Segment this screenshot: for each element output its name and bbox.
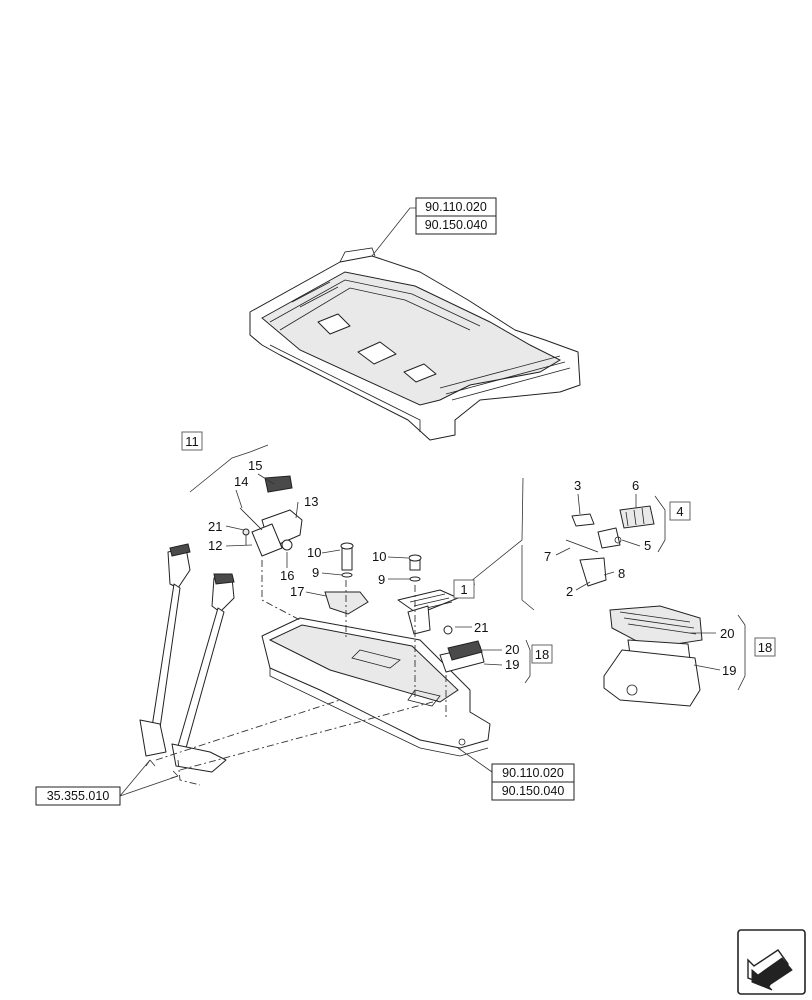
- callout-14: 14: [234, 474, 248, 489]
- ref-box-floor-top-2[interactable]: 90.150.040: [415, 215, 497, 235]
- svg-text:1: 1: [460, 582, 467, 597]
- callout-20b: 20: [720, 626, 734, 641]
- callout-12: 12: [208, 538, 222, 553]
- pedal-parts-group: [565, 505, 655, 587]
- group-box-18-right[interactable]: 18: [754, 637, 776, 657]
- callout-19b: 19: [722, 663, 736, 678]
- callout-7: 7: [544, 549, 551, 564]
- ref-box-pedal-base-1[interactable]: 90.110.020: [491, 763, 575, 783]
- svg-text:90.150.040: 90.150.040: [425, 218, 488, 232]
- bolt-washer-set: [340, 542, 422, 582]
- group-box-11[interactable]: 11: [181, 431, 203, 451]
- group-box-1[interactable]: 1: [453, 579, 475, 599]
- ref-box-pedal-base-2[interactable]: 90.150.040: [491, 781, 575, 801]
- bracket-17: [324, 591, 369, 615]
- callout-19a: 19: [505, 657, 519, 672]
- callout-16: 16: [280, 568, 294, 583]
- callout-15: 15: [248, 458, 262, 473]
- callout-20a: 20: [505, 642, 519, 657]
- callout-17: 17: [290, 584, 304, 599]
- svg-text:18: 18: [758, 640, 772, 655]
- control-levers: [139, 543, 235, 773]
- callout-21a: 21: [208, 519, 222, 534]
- svg-text:90.110.020: 90.110.020: [502, 766, 564, 780]
- callout-8: 8: [618, 566, 625, 581]
- callout-5: 5: [644, 538, 651, 553]
- svg-text:18: 18: [535, 647, 549, 662]
- callout-2: 2: [566, 584, 573, 599]
- svg-text:90.110.020: 90.110.020: [425, 200, 487, 214]
- svg-text:90.150.040: 90.150.040: [502, 784, 565, 798]
- callout-13: 13: [304, 494, 318, 509]
- callout-9a: 9: [312, 565, 319, 580]
- ref-box-floor-top-1[interactable]: 90.110.020: [415, 197, 497, 217]
- group-box-18-left[interactable]: 18: [531, 644, 553, 664]
- ref-box-levers[interactable]: 35.355.010: [35, 786, 121, 806]
- large-pedal: [603, 605, 703, 707]
- next-page-arrow-icon[interactable]: [737, 929, 806, 995]
- pedal-18-small: [439, 625, 485, 673]
- cab-floor-mat: [249, 247, 581, 441]
- pedal-base-plate: [261, 617, 491, 757]
- callout-10b: 10: [372, 549, 386, 564]
- callout-10a: 10: [307, 545, 321, 560]
- group-box-4[interactable]: 4: [669, 501, 691, 521]
- callout-3: 3: [574, 478, 581, 493]
- svg-text:4: 4: [676, 504, 683, 519]
- svg-text:11: 11: [185, 434, 199, 449]
- bracket-assembly: [239, 475, 303, 557]
- svg-text:35.355.010: 35.355.010: [47, 789, 110, 803]
- callout-21b: 21: [474, 620, 488, 635]
- callout-9b: 9: [378, 572, 385, 587]
- callout-6: 6: [632, 478, 639, 493]
